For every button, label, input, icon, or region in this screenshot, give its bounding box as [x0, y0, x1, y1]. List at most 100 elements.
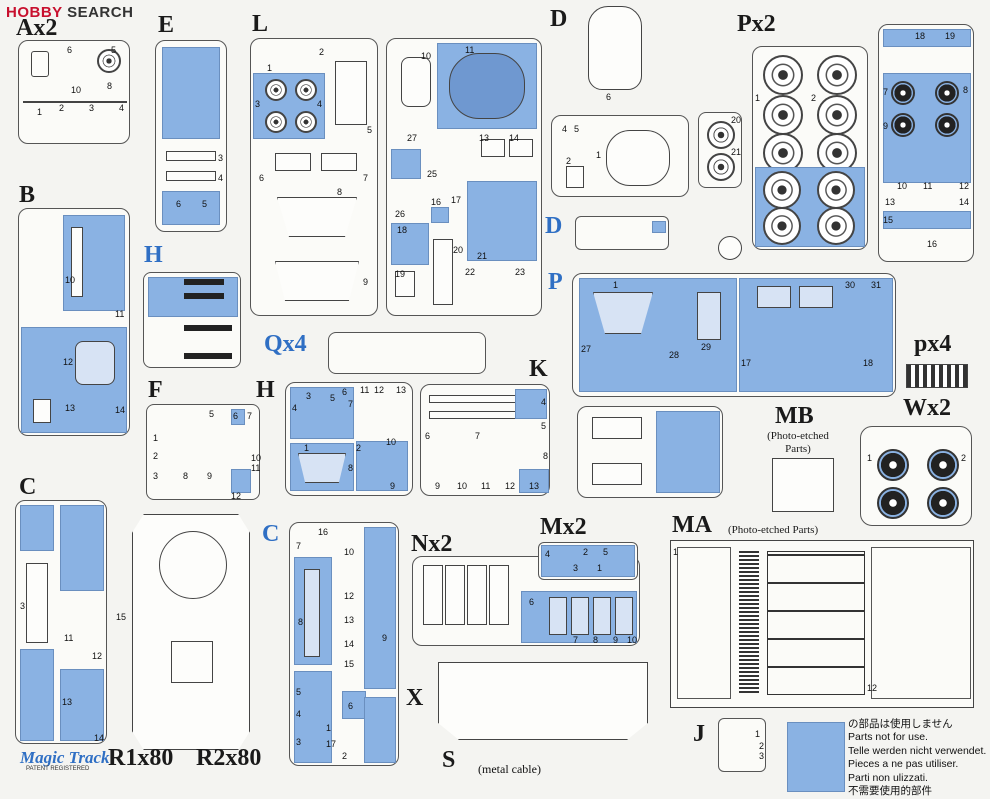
- num-h13: 13: [396, 385, 407, 395]
- part-mb: [772, 458, 834, 512]
- num-c2-3: 3: [296, 737, 302, 747]
- label-l: L: [252, 11, 269, 37]
- num-m4: 4: [545, 549, 551, 559]
- num-l6: 6: [259, 173, 265, 183]
- sprue-p: 27 28 29 30 31 17 18 1: [572, 273, 896, 397]
- sprue-d: 1 2 4 5: [551, 115, 689, 197]
- num-c27: 27: [407, 133, 418, 143]
- num-l3: 3: [255, 99, 261, 109]
- part-e4: [166, 171, 216, 181]
- part-w2: [927, 449, 959, 481]
- num-p21: 21: [731, 147, 742, 157]
- part-n6: [549, 597, 567, 635]
- unused-k4: [515, 389, 547, 419]
- num-p27: 27: [581, 344, 592, 354]
- part-px4-track: [906, 364, 968, 388]
- part-c20: [433, 239, 453, 305]
- unused-c2-bottom: [294, 671, 332, 763]
- sprue-c: 3 11 12 13 14: [15, 500, 107, 744]
- num-c2-17: 17: [326, 739, 337, 749]
- part-d-ring: [718, 236, 742, 260]
- part-l9: [275, 261, 359, 301]
- num-e3: 3: [218, 153, 224, 163]
- num-p20: 20: [731, 115, 742, 125]
- num-h2: 2: [356, 443, 362, 453]
- num-n7: 7: [573, 635, 579, 645]
- num-h4: 4: [292, 403, 298, 413]
- part-px-wheel-4: [817, 95, 857, 135]
- num-cl13: 13: [62, 697, 73, 707]
- part-c11: [449, 53, 525, 119]
- num-h11: 11: [360, 385, 370, 395]
- unused-c5: [60, 505, 104, 591]
- num-a2: 2: [59, 103, 65, 113]
- num-a10: 10: [71, 85, 82, 95]
- num-c2-14: 14: [344, 639, 355, 649]
- num-k11: 11: [481, 481, 491, 491]
- label-px4: px4: [914, 331, 952, 357]
- part-d-turret: [588, 6, 642, 90]
- num-p29: 29: [701, 342, 712, 352]
- num-k12: 12: [505, 481, 516, 491]
- num-b14: 14: [115, 405, 126, 415]
- num-c26: 26: [395, 209, 406, 219]
- sprue-g: [577, 406, 723, 498]
- num-p28: 28: [669, 350, 680, 360]
- unused-h-right: [356, 441, 408, 491]
- num-e6: 6: [176, 199, 182, 209]
- num-k5: 5: [541, 421, 547, 431]
- label-e: E: [158, 12, 175, 38]
- unused-d7: [652, 221, 666, 233]
- label-p-blue: P: [548, 269, 563, 295]
- num-m1: 1: [597, 563, 603, 573]
- sublabel-mb: (Photo-etched Parts): [767, 430, 829, 455]
- num-c17: 17: [451, 195, 462, 205]
- num-c2-15: 15: [344, 659, 355, 669]
- num-f6: 6: [233, 411, 239, 421]
- part-k2: [429, 411, 517, 419]
- num-p18: 18: [863, 358, 874, 368]
- num-b12: 12: [63, 357, 74, 367]
- part-x-hull-bottom: [438, 662, 648, 740]
- num-c2-12: 12: [344, 591, 355, 601]
- num-f8: 8: [183, 471, 189, 481]
- num-r8: 8: [963, 85, 969, 95]
- sprue-k: 4 5 6 7 8 9 10 11 12 13: [420, 384, 550, 496]
- part-l8: [277, 197, 357, 237]
- unused-c1: [20, 505, 54, 551]
- legend-line-de: Telle werden nicht verwendet.: [848, 744, 987, 757]
- sprue-a: 5 6 10 8 1 2 3 4: [18, 40, 130, 144]
- label-h: H: [256, 377, 275, 403]
- num-px1: 1: [755, 93, 761, 103]
- num-f11: 11: [251, 463, 261, 473]
- num-j2: 2: [759, 741, 765, 751]
- num-l9: 9: [363, 277, 369, 287]
- unused-e-bottom: [162, 191, 220, 225]
- ma-frame-left: [677, 547, 731, 699]
- part-a: [31, 51, 49, 77]
- part-e3: [166, 151, 216, 161]
- num-m3: 3: [573, 563, 579, 573]
- part-px-wheel-7: [763, 171, 801, 209]
- num-a6: 6: [67, 45, 73, 55]
- num-r18: 18: [915, 31, 926, 41]
- part-l-wheel-1: [265, 79, 287, 101]
- num-d2: 2: [566, 156, 572, 166]
- num-r11: 11: [923, 181, 933, 191]
- label-ma: MA: [672, 512, 712, 538]
- num-c19: 19: [395, 269, 406, 279]
- part-r9: [891, 113, 915, 137]
- sprue-q: [328, 332, 486, 374]
- num-n10: 10: [627, 635, 638, 645]
- part-b13: [33, 399, 51, 423]
- num-k4: 4: [541, 397, 547, 407]
- label-d-top: D: [550, 6, 568, 32]
- unused-c4: [20, 649, 54, 741]
- legend-line-it: Parti non ulizzati.: [848, 771, 928, 784]
- label-b: B: [19, 182, 36, 208]
- unused-c13: [60, 669, 104, 741]
- num-c10: 10: [421, 51, 432, 61]
- num-k9: 9: [435, 481, 441, 491]
- num-j3: 3: [759, 751, 765, 761]
- num-r9: 9: [883, 121, 889, 131]
